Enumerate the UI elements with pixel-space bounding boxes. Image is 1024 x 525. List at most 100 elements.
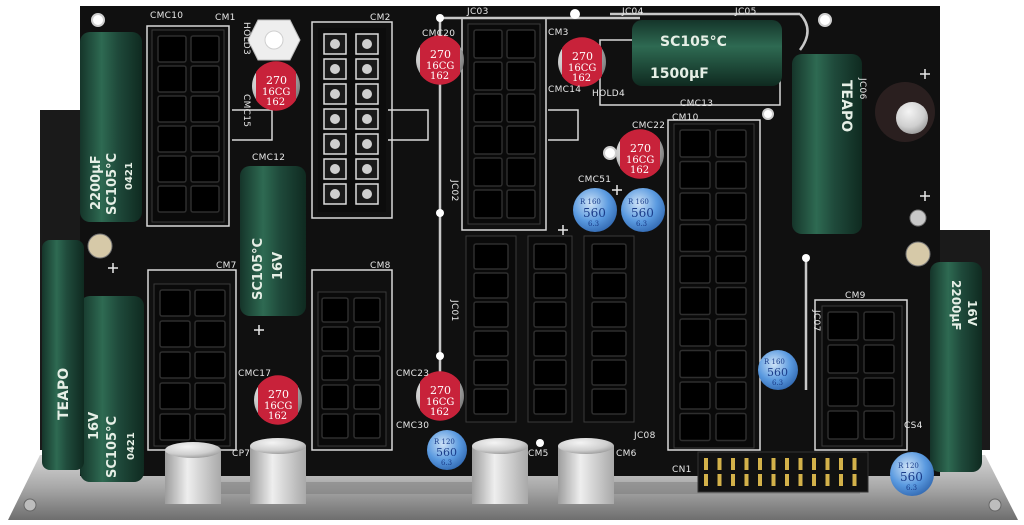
svg-text:R 120: R 120 (898, 462, 919, 470)
connector-pin (321, 355, 349, 381)
connector-pin (473, 330, 509, 357)
svg-text:SC105°C: SC105°C (105, 416, 120, 478)
polarity-marks (108, 69, 930, 335)
label-cp7: CP7 (232, 449, 250, 459)
label-cm5: CM5 (528, 449, 549, 459)
svg-text:560: 560 (583, 206, 606, 220)
header-pin (852, 474, 857, 486)
connector-pin (715, 286, 747, 316)
connector-pin (506, 29, 536, 59)
connector-pin (473, 272, 509, 299)
connector-cm3 (467, 23, 541, 225)
connector-pin (157, 35, 187, 63)
aluminum-capacitor (250, 438, 306, 504)
connector-pin (473, 189, 503, 219)
header-pin (731, 474, 735, 486)
svg-text:6.3: 6.3 (636, 220, 647, 228)
connector-pin (863, 344, 895, 374)
svg-text:270: 270 (430, 384, 451, 397)
connector-cp3 (583, 235, 635, 423)
label-jc02: JC02 (449, 179, 459, 202)
via (802, 254, 810, 262)
connector-pin (679, 412, 711, 442)
connector-cm2 (318, 28, 386, 212)
svg-text:SC105°C: SC105°C (660, 34, 727, 50)
svg-text:16CG: 16CG (626, 155, 654, 166)
svg-text:0421: 0421 (126, 432, 137, 460)
header-pin (825, 458, 830, 470)
svg-text:R 160: R 160 (628, 198, 649, 206)
label-cm7: CM7 (216, 261, 237, 271)
label-jc04: JC04 (621, 7, 644, 17)
label-cs4: CS4 (904, 421, 923, 431)
via (570, 9, 580, 19)
label-cmc30: CMC30 (396, 421, 429, 431)
header-pin (771, 474, 776, 486)
connector-pin (679, 129, 711, 158)
connector-pin-hole (330, 39, 340, 49)
connector-pin (533, 243, 567, 270)
polymer-capacitor: 270 16CG 162 (254, 375, 302, 425)
connector-pin (190, 155, 220, 183)
teapo-capacitor-right: TEAPO (792, 54, 862, 234)
label-jc06: JC06 (857, 77, 867, 100)
svg-text:162: 162 (572, 73, 591, 84)
label-cmc10: CMC10 (150, 11, 183, 21)
connector-cm1 (151, 29, 225, 223)
svg-text:162: 162 (430, 407, 449, 418)
connector-pin (194, 289, 226, 317)
label-cmc23: CMC23 (396, 369, 429, 379)
via (436, 352, 444, 360)
connector-pin (473, 301, 509, 328)
connector-pin (715, 349, 747, 379)
connector-pin (533, 301, 567, 328)
connector-pin (591, 330, 627, 357)
connector-pin (157, 185, 187, 213)
blue-capacitor: R 160 560 6.3 (573, 188, 617, 232)
svg-text:2200µF: 2200µF (89, 155, 104, 210)
connector-pin (533, 272, 567, 299)
connector-pin (679, 160, 711, 190)
svg-text:R 160: R 160 (580, 198, 601, 206)
connector-pin (473, 157, 503, 187)
connector-pin (715, 255, 747, 284)
connector-pin (506, 125, 536, 155)
mounting-hole (603, 146, 617, 160)
svg-text:TEAPO: TEAPO (838, 80, 854, 132)
silkscreen-outlines (146, 17, 908, 451)
label-cmc20: CMC20 (422, 29, 455, 39)
teapo-capacitor-left-top: 2200µF SC105°C 0421 (80, 32, 142, 222)
connector-pin (353, 384, 381, 410)
connector-pin (715, 192, 747, 221)
svg-text:6.3: 6.3 (772, 379, 783, 387)
connector-pin (159, 382, 191, 410)
blue-capacitor: R 120 560 6.3 (427, 430, 467, 470)
connector-pin (190, 35, 220, 63)
connector-pin-hole (362, 114, 372, 124)
connector-cm8 (317, 291, 387, 447)
header-pin (839, 474, 843, 486)
label-cmc51: CMC51 (578, 175, 611, 185)
connector-pin-hole (362, 189, 372, 199)
svg-text:162: 162 (268, 411, 287, 422)
polymer-capacitor: 270 16CG 162 (416, 371, 464, 421)
label-cm10: CM10 (672, 113, 699, 123)
svg-text:16CG: 16CG (568, 63, 596, 74)
svg-text:6.3: 6.3 (906, 484, 917, 492)
connector-pin-hole (362, 139, 372, 149)
svg-text:560: 560 (631, 206, 654, 220)
connector-pin (353, 355, 381, 381)
svg-text:16CG: 16CG (426, 61, 454, 72)
screw-hole-left (23, 498, 37, 512)
connector-pin-hole (362, 64, 372, 74)
header-pin (704, 458, 708, 470)
connector-pin (159, 289, 191, 317)
connector-pin (715, 412, 747, 442)
connector-pin (591, 388, 627, 415)
svg-text:1500µF: 1500µF (650, 66, 709, 82)
connector-pin (159, 413, 191, 441)
connector-cp2 (527, 235, 573, 423)
connector-pin (321, 326, 349, 352)
svg-text:560: 560 (436, 446, 457, 459)
